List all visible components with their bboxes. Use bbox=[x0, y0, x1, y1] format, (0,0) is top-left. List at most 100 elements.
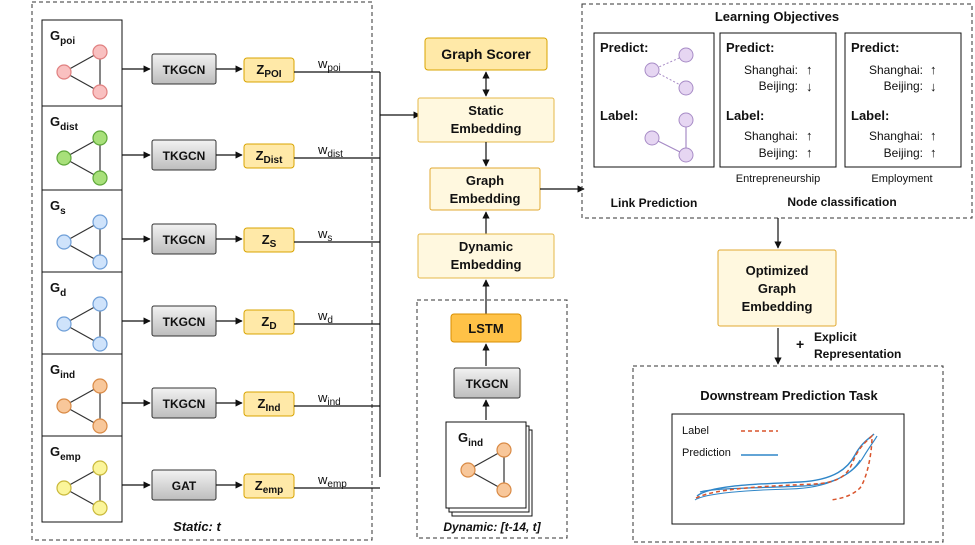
graph-label-base: G bbox=[50, 280, 60, 295]
graph-node bbox=[56, 316, 72, 332]
dynamic-tkgcn-label: TKGCN bbox=[466, 377, 509, 391]
graph-label-base: G bbox=[50, 444, 60, 459]
emp-pred-arrow2: ↓ bbox=[930, 79, 937, 94]
emp-lab-city2: Beijing: bbox=[884, 146, 923, 160]
optimized-line3: Embedding bbox=[742, 299, 813, 314]
dynamic-graph-triangle bbox=[460, 442, 512, 498]
dynamic-graph-base: G bbox=[458, 430, 468, 445]
weight-label: wemp bbox=[317, 472, 347, 490]
entre-predict-label: Predict: bbox=[726, 40, 774, 55]
weight-label: wdist bbox=[317, 142, 343, 160]
node-classification-caption: Node classification bbox=[787, 195, 896, 209]
dynamic-graph-node bbox=[496, 482, 512, 498]
graph-node bbox=[56, 398, 72, 414]
encoder-label: TKGCN bbox=[163, 149, 206, 163]
entre-label-label: Label: bbox=[726, 108, 764, 123]
weight-label-sub: poi bbox=[327, 63, 340, 74]
graph-label-sub: ind bbox=[60, 370, 75, 381]
link-node bbox=[678, 80, 694, 96]
explicit-plus: + bbox=[796, 336, 804, 352]
graph-label: Gpoi bbox=[50, 28, 75, 47]
graph-node bbox=[92, 336, 108, 352]
entre-pred-city2: Beijing: bbox=[759, 79, 798, 93]
graph-embedding-line1: Graph bbox=[466, 173, 504, 188]
encoder-label: TKGCN bbox=[163, 397, 206, 411]
z-label: ZS bbox=[262, 232, 277, 250]
z-label-base: Z bbox=[262, 232, 270, 247]
emp-lab-city1: Shanghai: bbox=[869, 129, 923, 143]
graph-node bbox=[92, 500, 108, 516]
optimized-line2: Graph bbox=[758, 281, 796, 296]
graph-label-base: G bbox=[50, 362, 60, 377]
weight-label-base: w bbox=[317, 56, 328, 71]
link-node bbox=[678, 47, 694, 63]
lstm-label: LSTM bbox=[468, 321, 503, 336]
z-label-base: Z bbox=[255, 478, 263, 493]
dynamic-embedding-box bbox=[417, 233, 555, 279]
entre-lab-arrow2: ↑ bbox=[806, 145, 813, 160]
z-box bbox=[243, 473, 295, 499]
graph-scorer-label: Graph Scorer bbox=[441, 46, 531, 62]
graph-node bbox=[92, 378, 108, 394]
entre-pred-arrow1: ↑ bbox=[806, 62, 813, 77]
dynamic-embedding-line1: Dynamic bbox=[459, 239, 513, 254]
legend-label-text: Label bbox=[682, 425, 709, 437]
graph-label-sub: poi bbox=[60, 36, 75, 47]
dynamic-caption: Dynamic: [t-14, t] bbox=[443, 520, 541, 534]
z-label-sub: emp bbox=[263, 485, 284, 496]
weight-label: wd bbox=[317, 308, 333, 326]
static-caption: Static: t bbox=[173, 519, 221, 534]
weight-label-sub: dist bbox=[327, 149, 343, 160]
z-label: Zemp bbox=[255, 478, 284, 496]
z-box bbox=[243, 57, 295, 83]
z-label: ZPOI bbox=[256, 62, 281, 80]
weight-label-sub: s bbox=[327, 233, 332, 244]
graph-label: Gd bbox=[50, 280, 66, 299]
weight-label-base: w bbox=[317, 226, 328, 241]
optimized-line1: Optimized bbox=[746, 263, 809, 278]
z-label-base: Z bbox=[261, 314, 269, 329]
z-box bbox=[243, 391, 295, 417]
z-box bbox=[243, 143, 295, 169]
graph-embedding-line2: Embedding bbox=[450, 191, 521, 206]
objectives-title: Learning Objectives bbox=[715, 9, 839, 24]
z-label-sub: Dist bbox=[264, 155, 284, 166]
weight-label: ws bbox=[317, 226, 332, 244]
graph-label-sub: s bbox=[60, 206, 66, 217]
graph-label-sub: emp bbox=[60, 452, 81, 463]
encoder-label: TKGCN bbox=[163, 315, 206, 329]
link-predict-label: Predict: bbox=[600, 40, 648, 55]
graph-node bbox=[92, 170, 108, 186]
link-node bbox=[678, 147, 694, 163]
graph-label-sub: dist bbox=[60, 122, 78, 133]
graph-node bbox=[56, 234, 72, 250]
downstream-plot-frame bbox=[671, 413, 905, 525]
dynamic-graph-sub: ind bbox=[468, 438, 483, 449]
graph-box bbox=[41, 189, 123, 277]
graph-box bbox=[41, 353, 123, 441]
graph-node bbox=[92, 44, 108, 60]
downstream-title: Downstream Prediction Task bbox=[700, 388, 878, 403]
emp-lab-arrow2: ↑ bbox=[930, 145, 937, 160]
z-label-base: Z bbox=[256, 148, 264, 163]
employment-box bbox=[844, 32, 962, 168]
optimized-embedding-box bbox=[717, 249, 837, 327]
entre-lab-city2: Beijing: bbox=[759, 146, 798, 160]
static-panel bbox=[31, 1, 373, 541]
link-prediction-caption: Link Prediction bbox=[611, 196, 698, 210]
objectives-panel bbox=[581, 3, 973, 219]
graph-node bbox=[92, 214, 108, 230]
entre-pred-city1: Shanghai: bbox=[744, 63, 798, 77]
graph-label-base: G bbox=[50, 114, 60, 129]
entre-lab-city1: Shanghai: bbox=[744, 129, 798, 143]
graph-box bbox=[41, 271, 123, 359]
graph-node bbox=[92, 84, 108, 100]
z-label-sub: Ind bbox=[265, 403, 280, 414]
emp-lab-arrow1: ↑ bbox=[930, 128, 937, 143]
